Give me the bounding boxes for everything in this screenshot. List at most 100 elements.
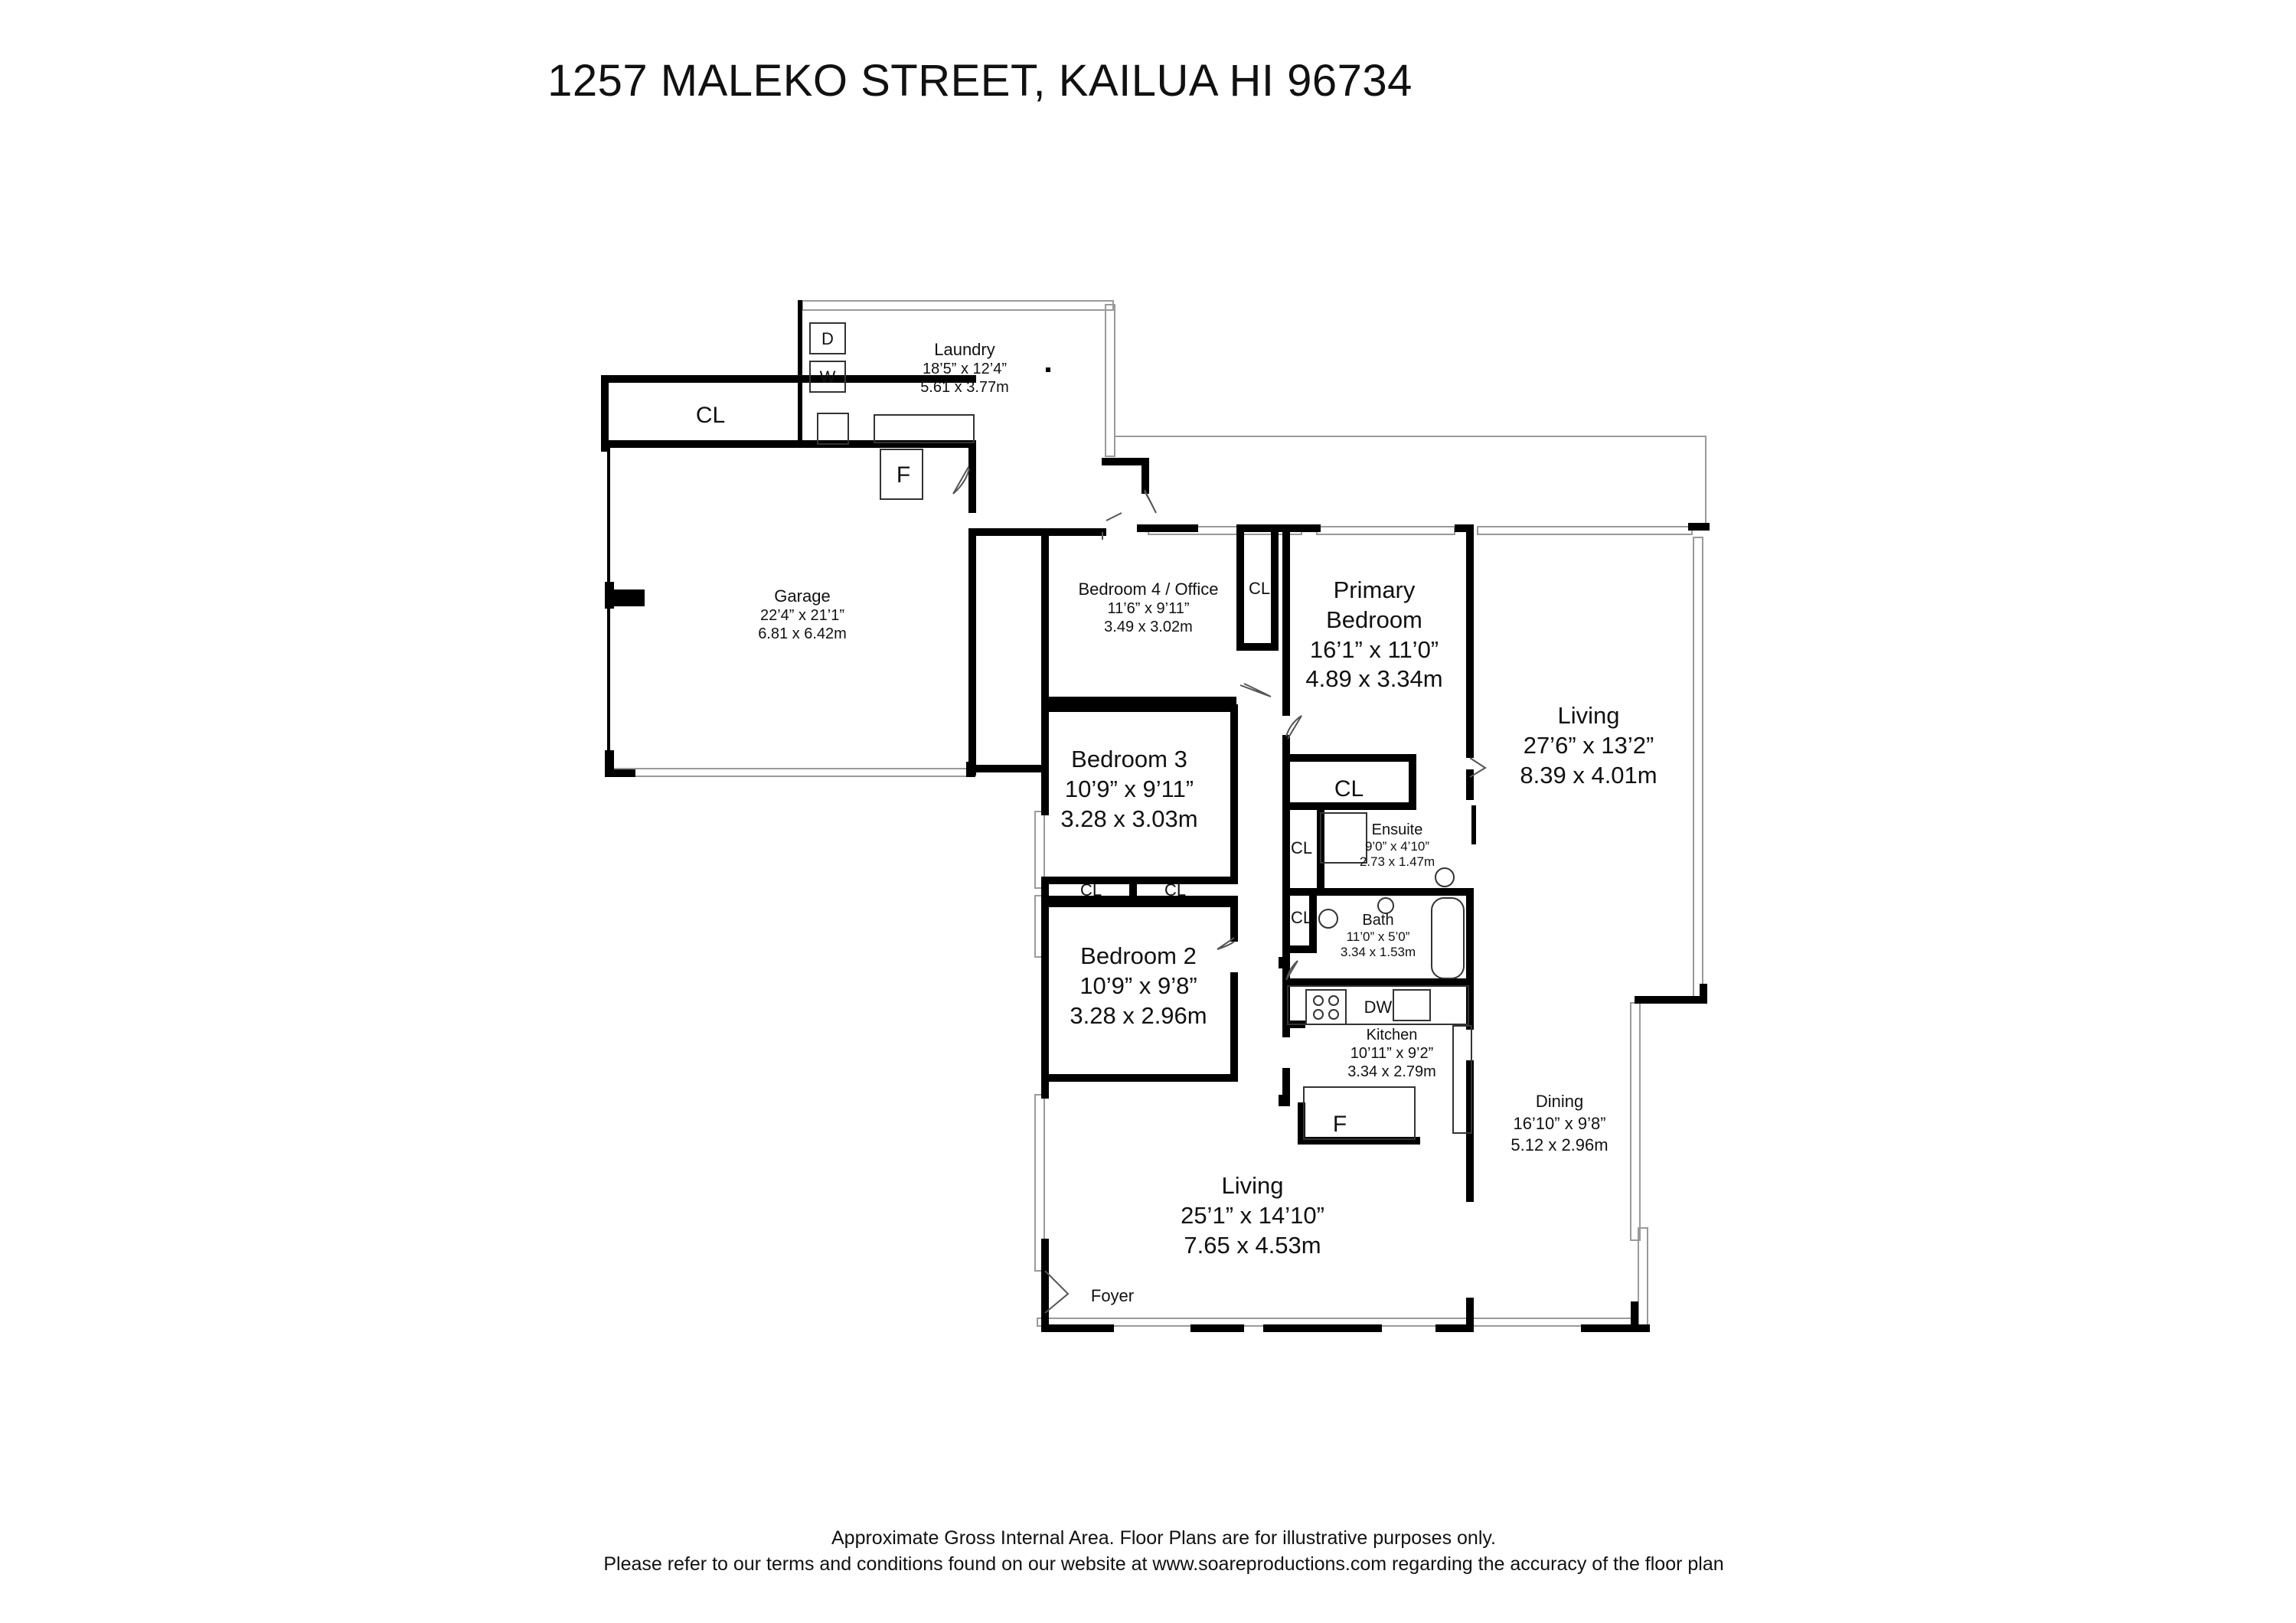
door-swing (1285, 715, 1302, 740)
room-name: Garage (774, 586, 831, 606)
post (605, 769, 635, 777)
room-metric: 4.89 x 3.34m (1305, 665, 1443, 693)
laundry-sink (817, 413, 849, 445)
room-name: Bath (1362, 912, 1394, 929)
room-metric: 8.39 x 4.01m (1520, 761, 1657, 789)
room-imperial: 27’6” x 13’2” (1523, 731, 1654, 759)
fridge-label-garage: F (897, 462, 910, 488)
cl-bath-label: CL (1291, 908, 1312, 927)
cl-bed3-label: CL (1080, 880, 1102, 900)
window-dining-right (1630, 1002, 1641, 1241)
room-bath: Bath 11’0” x 5’0” 3.34 x 1.53m (1341, 911, 1416, 961)
room-imperial: 16’1” x 11’0” (1309, 635, 1439, 663)
bath-basin (1318, 909, 1338, 929)
burner (1313, 1009, 1324, 1020)
disclaimer-line-2: Please refer to our terms and conditions… (603, 1553, 1724, 1575)
room-name: Primary (1333, 576, 1416, 603)
wall (601, 440, 976, 513)
room-name: Dining (1535, 1092, 1584, 1111)
post (1279, 957, 1288, 968)
room-name: Kitchen (1366, 1027, 1418, 1043)
door-swing (1044, 1270, 1070, 1314)
post (1279, 1095, 1288, 1106)
kitchen-counter (1287, 985, 1469, 1025)
post (1041, 1239, 1049, 1273)
window-living-top (1477, 526, 1693, 535)
burner (1328, 995, 1339, 1006)
room-name-2: Bedroom (1326, 606, 1422, 633)
wall (1236, 532, 1279, 651)
wall (1282, 892, 1317, 953)
kitchen-island (1303, 1086, 1416, 1140)
room-dining: Dining 16’10” x 9’8” 5.12 x 2.96m (1511, 1091, 1608, 1157)
room-garage: Garage 22’4” x 21’1” 6.81 x 6.42m (758, 586, 847, 643)
dryer-label: D (821, 329, 834, 348)
post (605, 589, 645, 606)
room-bedroom2: Bedroom 2 10’9” x 9’8” 3.28 x 2.96m (1070, 942, 1207, 1030)
room-metric: 6.81 x 6.42m (758, 625, 847, 643)
window-dining-corner (1638, 1227, 1648, 1328)
room-bedroom4: Bedroom 4 / Office 11’6” x 9’11” 3.49 x … (1078, 580, 1218, 636)
basin (1377, 897, 1394, 914)
laundry-counter (874, 414, 975, 443)
cl-garage-label: CL (696, 403, 725, 428)
room-name: Ensuite (1371, 821, 1423, 838)
room-bedroom3: Bedroom 3 10’9” x 9’11” 3.28 x 3.03m (1060, 745, 1197, 834)
post (1041, 628, 1049, 651)
room-metric: 3.28 x 2.96m (1070, 1001, 1207, 1029)
kitchen-sink (1393, 989, 1431, 1021)
room-metric: 3.34 x 1.53m (1340, 945, 1416, 960)
room-name: Laundry (934, 340, 995, 359)
post (1046, 367, 1050, 372)
room-kitchen: Kitchen 10’11” x 9’2” 3.34 x 2.79m (1347, 1026, 1436, 1081)
wall (1298, 1102, 1420, 1145)
dishwasher-label: DW (1364, 998, 1393, 1017)
disclaimer: Approximate Gross Internal Area. Floor P… (0, 1526, 2296, 1578)
cl-bed3b-label: CL (1164, 880, 1186, 900)
door-swing (1239, 683, 1272, 697)
window-bed3-left (1034, 811, 1045, 889)
door-swing (1217, 937, 1235, 950)
room-metric: 5.12 x 2.96m (1511, 1135, 1609, 1155)
door-swing (952, 466, 970, 495)
room-imperial: 11’6” x 9’11” (1107, 600, 1190, 618)
room-name: Foyer (1090, 1286, 1135, 1305)
room-imperial: 16’10” x 9’8” (1513, 1113, 1606, 1133)
plan-title: 1257 MALEKO STREET, KAILUA HI 96734 (547, 56, 1413, 106)
post (1041, 1030, 1049, 1076)
room-name: Bedroom 4 / Office (1078, 580, 1219, 599)
cl-ensuite-label: CL (1291, 838, 1312, 857)
window-living-right (1693, 537, 1703, 1001)
washer-box (809, 361, 846, 393)
room-imperial: 25’1” x 14’10” (1181, 1201, 1324, 1229)
window-laundry-top (802, 300, 1114, 311)
room-imperial: 10’9” x 9’8” (1079, 972, 1197, 999)
cl-primary-label: CL (1334, 776, 1364, 802)
window-laundry-right (1105, 304, 1115, 457)
room-living-right: Living 27’6” x 13’2” 8.39 x 4.01m (1520, 701, 1657, 790)
door-swing (1106, 512, 1122, 521)
room-laundry: Laundry 18’5” x 12’4” 5.61 x 3.77m (920, 340, 1009, 397)
cooktop (1305, 989, 1347, 1025)
disclaimer-line-1: Approximate Gross Internal Area. Floor P… (831, 1527, 1496, 1549)
wall (1635, 984, 1707, 1004)
burner (1328, 1009, 1339, 1020)
wall (1102, 458, 1149, 494)
door-swing (1144, 489, 1157, 514)
deck-outline (1115, 436, 1706, 527)
dining-counter (1452, 1025, 1472, 1134)
bathtub (1431, 897, 1465, 979)
shower (1320, 812, 1367, 864)
room-metric: 3.34 x 2.79m (1347, 1063, 1436, 1080)
window-primary-top (1316, 526, 1455, 535)
room-metric: 3.49 x 3.02m (1104, 619, 1193, 636)
room-imperial: 9’0” x 4’10” (1364, 839, 1430, 854)
room-primary-bedroom: Primary Bedroom 16’1” x 11’0” 4.89 x 3.3… (1305, 576, 1442, 694)
room-metric: 2.73 x 1.47m (1359, 854, 1435, 870)
room-imperial: 10’9” x 9’11” (1064, 775, 1194, 802)
room-imperial: 18’5” x 12’4” (922, 361, 1008, 378)
fridge-garage (880, 449, 923, 500)
wall (1041, 900, 1238, 942)
wall (1041, 972, 1238, 1082)
